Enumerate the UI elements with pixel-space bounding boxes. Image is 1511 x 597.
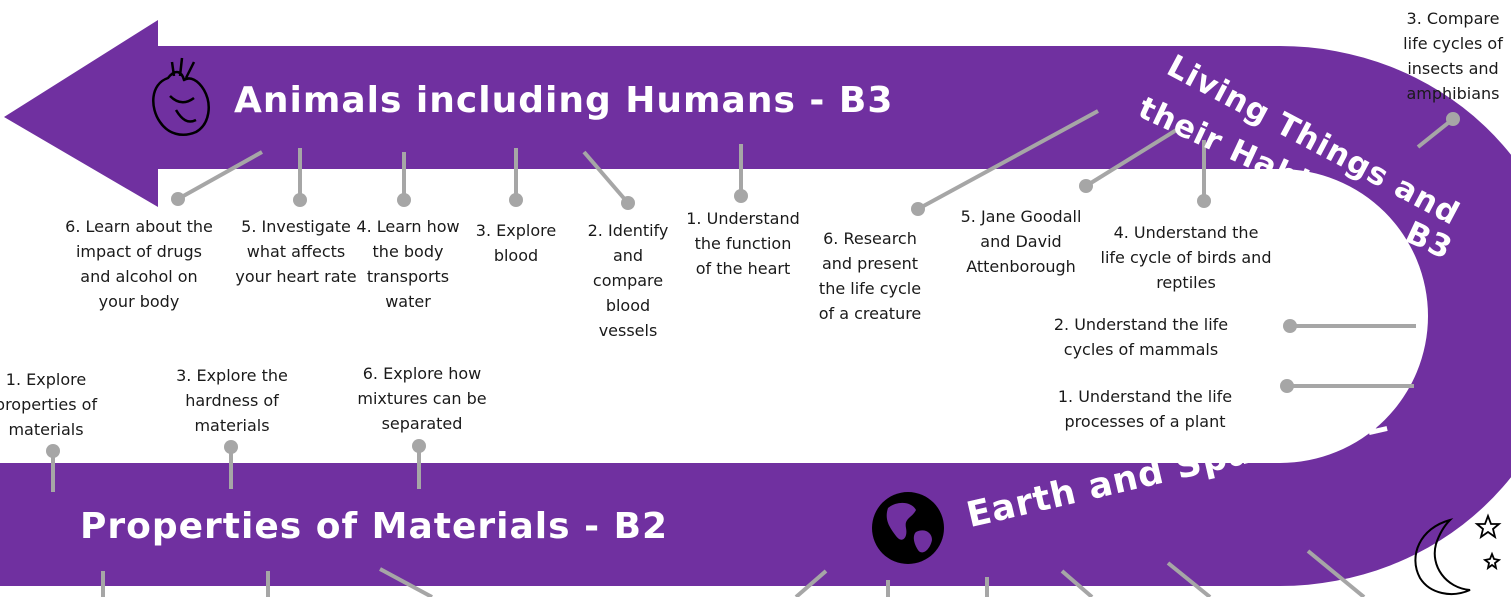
animals-topic-2: 2. Identify and compare blood vessels bbox=[587, 221, 669, 340]
connector-dots bbox=[46, 112, 1460, 458]
animals-topic-5: 5. Investigate what affects your heart r… bbox=[235, 217, 357, 286]
living-topic-4: 4. Understand the life cycle of birds an… bbox=[1100, 223, 1272, 292]
moon-icon bbox=[1414, 518, 1471, 595]
animals-topic-6: 6. Learn about the impact of drugs and a… bbox=[65, 217, 213, 311]
animals-topic-4: 4. Learn how the body transports water bbox=[356, 217, 460, 311]
animals-topic-1: 1. Understand the function of the heart bbox=[686, 209, 800, 278]
living-topic-6: 6. Research and present the life cycle o… bbox=[818, 229, 922, 323]
globe-icon bbox=[872, 492, 944, 564]
star-icon bbox=[1474, 513, 1502, 571]
materials-topic-3: 3. Explore the hardness of materials bbox=[176, 366, 288, 435]
animals-topic-3: 3. Explore blood bbox=[475, 221, 557, 265]
materials-topic-6: 6. Explore how mixtures can be separated bbox=[357, 364, 487, 433]
living-topic-1: 1. Understand the life processes of a pl… bbox=[1057, 387, 1233, 431]
upper-band bbox=[0, 20, 1511, 586]
materials-title: Properties of Materials - B2 bbox=[80, 506, 669, 547]
living-topic-2: 2. Understand the life cycles of mammals bbox=[1053, 315, 1229, 359]
materials-topic-1: 1. Explore properties of materials bbox=[0, 370, 98, 439]
animals-title: Animals including Humans - B3 bbox=[234, 80, 894, 121]
living-topic-5: 5. Jane Goodall and David Attenborough bbox=[960, 207, 1082, 276]
heart-icon bbox=[152, 57, 210, 136]
living-topic-3: 3. Compare life cycles of insects and am… bbox=[1403, 9, 1503, 103]
